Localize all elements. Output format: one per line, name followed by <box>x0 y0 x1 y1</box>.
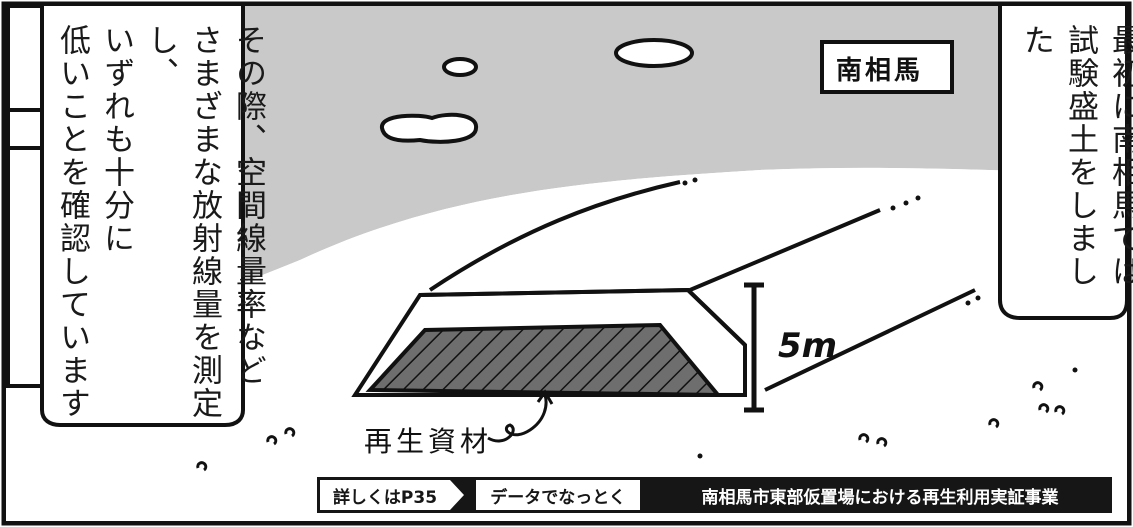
location-sign <box>820 40 954 94</box>
ellipsis-dot <box>915 195 921 201</box>
narration-line: 最初に南相馬では <box>1106 24 1133 288</box>
narration-line: さまざまな放射線量を測定し、 <box>142 24 222 420</box>
pebble <box>697 453 703 459</box>
section-chip[interactable]: データでなっとく <box>476 480 640 510</box>
pebble <box>284 427 296 438</box>
embankment-side-ridge <box>686 288 747 347</box>
more-info-chip[interactable]: 詳しくはP35 <box>320 480 450 510</box>
embankment-left-edge <box>428 180 681 292</box>
sky <box>6 6 1127 380</box>
recycled-material-label: 再生資材 <box>364 425 493 458</box>
ellipsis-dot <box>692 177 698 183</box>
ellipsis-dot <box>965 300 971 306</box>
narration-line: 低いことを確認しています <box>54 24 90 420</box>
pebble <box>858 433 870 444</box>
pebble <box>1054 405 1066 416</box>
embankment-far-edge <box>764 288 976 392</box>
height-label: 5m <box>778 326 838 366</box>
narration-box-right <box>998 6 1129 320</box>
footer-title: 南相馬市東部仮置場における再生利用実証事業 <box>701 487 1059 508</box>
chevron-right-icon <box>450 480 464 510</box>
pebble <box>266 435 278 446</box>
narration-text-left: その際、空間線量率など さまざまな放射線量を測定し、 いずれも十分に 低いことを… <box>50 24 270 434</box>
ellipsis-dot <box>975 295 981 301</box>
ellipsis-dot <box>890 205 896 211</box>
pebble <box>1032 381 1044 392</box>
recycled-material-layer <box>365 322 723 398</box>
narration-line: いずれも十分に <box>98 24 134 255</box>
pebble <box>988 418 1000 429</box>
pointer-arrow <box>487 394 548 443</box>
narration-line: その際、空間線量率など <box>230 24 266 387</box>
ellipsis-dot <box>682 180 688 186</box>
narration-line: 試験盛土をしました <box>1018 24 1098 288</box>
cloud <box>614 38 694 68</box>
pebble <box>876 437 888 448</box>
narration-text-right: 最初に南相馬では 試験盛土をしました <box>1014 24 1133 314</box>
cloud <box>380 112 478 144</box>
pebble <box>1072 367 1078 373</box>
narration-box-left <box>40 6 245 427</box>
ellipsis-dot <box>903 200 909 206</box>
location-sign-label: 南相馬 <box>836 56 924 86</box>
pebble <box>196 461 208 472</box>
pointer-arrow-head <box>536 389 554 405</box>
pebble <box>1038 403 1050 414</box>
cloud <box>442 57 478 77</box>
